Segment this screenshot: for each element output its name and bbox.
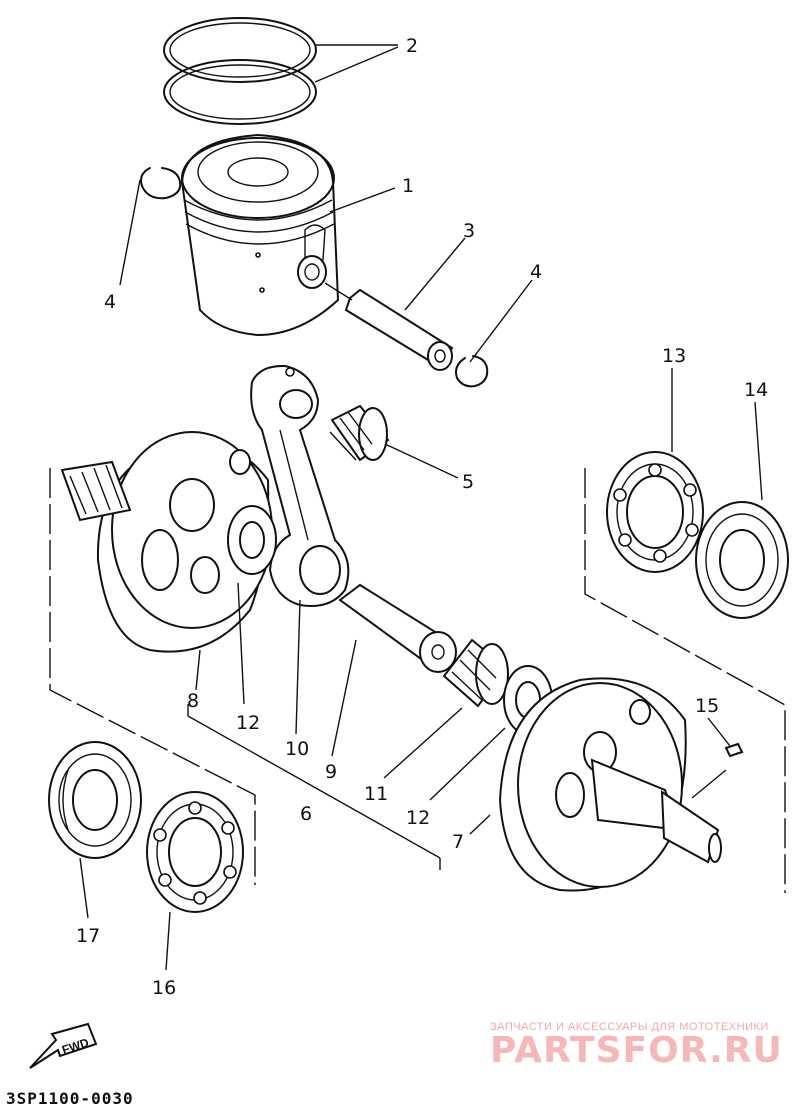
- callout-1: 1: [402, 175, 414, 197]
- fwd-arrow-icon: FWD: [29, 1022, 98, 1069]
- watermark: ЗАПЧАСТИ И АКСЕССУАРЫ ДЛЯ МОТОТЕХНИКИ PA…: [490, 1021, 783, 1071]
- piston: [180, 133, 340, 337]
- callout-14: 14: [744, 379, 768, 401]
- callout-17: 17: [76, 925, 100, 947]
- circlip-right: [455, 355, 489, 388]
- callout-8: 8: [187, 690, 199, 712]
- callout-7: 7: [452, 831, 464, 853]
- callout-10: 10: [285, 738, 309, 760]
- oil-seal-17: [48, 741, 142, 859]
- piston-ring-set: [163, 17, 317, 125]
- small-end-bearing: [329, 404, 390, 462]
- callout-12-left: 12: [236, 712, 260, 734]
- callout-15: 15: [695, 695, 719, 717]
- crank-pin: [338, 583, 457, 673]
- callout-11: 11: [364, 783, 388, 805]
- callout-4-right: 4: [530, 261, 542, 283]
- watermark-brand: PARTSFOR.RU: [490, 1030, 783, 1071]
- callout-12-right: 12: [406, 807, 430, 829]
- bearing-16: [146, 791, 244, 913]
- leader-lines: [49, 44, 786, 971]
- callout-13: 13: [662, 345, 686, 367]
- connecting-rod: [250, 364, 350, 607]
- big-end-bearing: [442, 638, 509, 708]
- callout-5: 5: [462, 471, 474, 493]
- watermark-tagline: ЗАПЧАСТИ И АКСЕССУАРЫ ДЛЯ МОТОТЕХНИКИ: [490, 1021, 769, 1033]
- callout-3: 3: [463, 220, 475, 242]
- crank-right: [498, 677, 722, 892]
- piston-pin: [324, 282, 454, 371]
- woodruff-key: [724, 742, 744, 758]
- callout-9: 9: [325, 761, 337, 783]
- callout-labels: 2 1 4 3 4 5 13 14 15 8 12 10 9 6 11 12 7…: [76, 35, 768, 999]
- callout-4-left: 4: [104, 291, 116, 313]
- callout-2: 2: [406, 35, 418, 57]
- circlip-left: [140, 167, 182, 200]
- callout-6: 6: [300, 803, 312, 825]
- crank-left: [60, 431, 273, 653]
- washer-left: [227, 505, 277, 575]
- bearing-13: [606, 451, 704, 573]
- callout-16: 16: [152, 977, 176, 999]
- drawing-code: 3SP1100-0030: [6, 1089, 134, 1108]
- oil-seal-14: [695, 501, 789, 619]
